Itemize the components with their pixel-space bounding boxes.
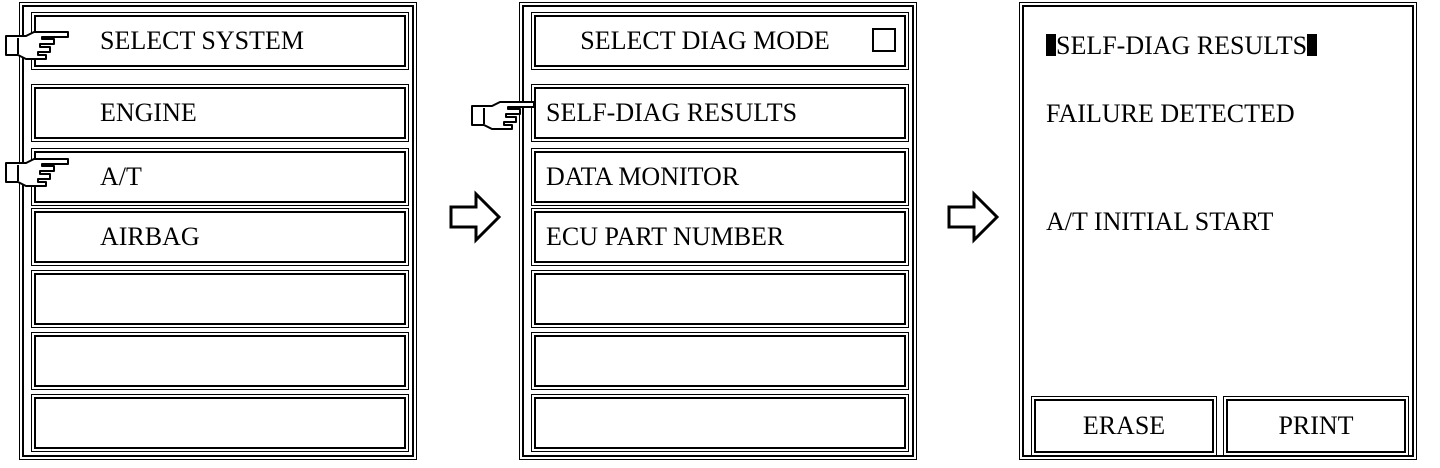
select-diag-mode-title: SELECT DIAG MODE [531,12,909,70]
pointing-hand-icon [5,31,69,60]
system-item-label: ENGINE [100,98,197,127]
black-block-icon [1046,34,1056,56]
right-arrow-icon [449,190,502,244]
erase-button[interactable]: ERASE [1031,396,1217,456]
checkbox-icon [872,28,896,52]
system-item-empty [31,332,409,390]
self-diag-results-screen: SELF-DIAG RESULTS FAILURE DETECTED A/T I… [1019,2,1417,460]
diag-mode-label: ECU PART NUMBER [546,222,785,251]
failure-detail-text: A/T INITIAL START [1046,207,1274,236]
print-button[interactable]: PRINT [1223,396,1409,456]
diag-mode-empty [531,332,909,390]
pointing-hand-icon [471,101,535,130]
diag-mode-ecu-part-number[interactable]: ECU PART NUMBER [531,208,909,266]
system-item-engine[interactable]: ENGINE [31,84,409,142]
system-item-empty [31,394,409,452]
diag-mode-empty [531,394,909,452]
diag-mode-empty [531,270,909,328]
pointing-hand-icon [5,158,69,187]
self-diag-results-title: SELF-DIAG RESULTS [1046,31,1318,61]
diag-mode-self-diag-results[interactable]: SELF-DIAG RESULTS [531,84,909,142]
system-item-empty [31,270,409,328]
system-item-label: AIRBAG [100,222,200,251]
diag-mode-data-monitor[interactable]: DATA MONITOR [531,148,909,206]
failure-status-text: FAILURE DETECTED [1046,99,1295,128]
select-diag-mode-screen: SELECT DIAG MODE SELF-DIAG RESULTS DATA … [519,2,917,460]
diag-mode-label: DATA MONITOR [546,162,740,191]
diag-mode-label: SELF-DIAG RESULTS [546,98,798,127]
system-item-airbag[interactable]: AIRBAG [31,208,409,266]
select-system-screen: SELECT SYSTEM ENGINE A/T AIRBAG [19,2,417,460]
system-item-at[interactable]: A/T [31,148,409,206]
right-arrow-icon [947,190,1000,244]
select-system-title: SELECT SYSTEM [31,12,409,70]
self-diag-results-title-label: SELF-DIAG RESULTS [1056,31,1308,60]
select-diag-mode-title-label: SELECT DIAG MODE [580,26,830,55]
black-block-icon [1307,34,1318,56]
select-system-title-label: SELECT SYSTEM [100,26,304,55]
system-item-label: A/T [100,162,142,191]
